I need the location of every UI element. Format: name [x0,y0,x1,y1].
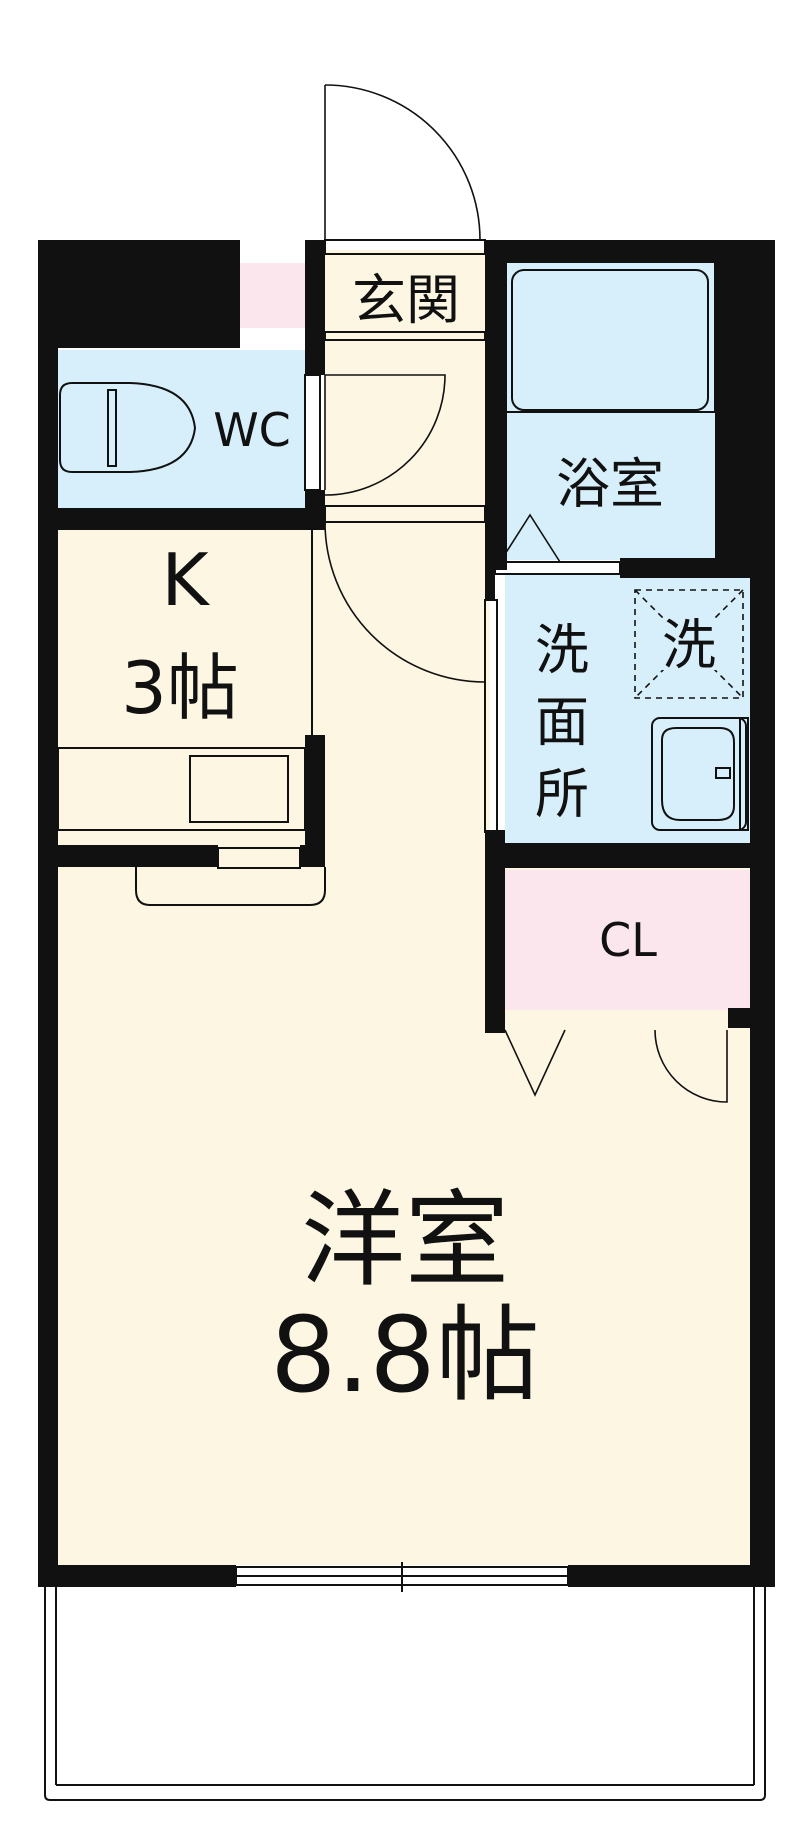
kitchen-name-label: K [161,538,210,622]
genkan-label: 玄関 [352,269,460,332]
fixtures [57,261,749,906]
washroom-label-3: 所 [535,763,589,826]
wc-door-frame [304,374,321,491]
doors [324,84,728,1103]
wall-closet-bottom-right [728,1008,775,1028]
closet-floor [505,870,750,1010]
wall-bath-left [485,240,507,570]
wall-wc-right-low [305,490,325,530]
sink-icon [651,717,749,831]
thin-lines [44,239,766,1801]
wall-bottom-left [38,1565,236,1587]
genkan-floor [325,250,485,520]
western-size-label: 8.8帖 [270,1294,539,1416]
wall-washroom-left-low [485,830,505,1030]
closet-folding-door [504,1029,566,1097]
walls [38,240,775,1587]
washer-label: 洗 [662,614,716,677]
washroom-door-frame [484,599,498,833]
wall-wc-bottom [38,508,325,530]
shoebox [240,263,310,328]
washer-space-icon [634,589,744,699]
wall-closet-bottom [485,1008,505,1033]
bath-label: 浴室 [556,453,664,516]
wall-bath-right [715,240,750,565]
wall-kitchen-bottom [38,845,218,867]
wall-bottom-right [568,1565,775,1587]
kitchen-floor [55,530,315,865]
toilet-icon [59,382,197,473]
washroom-label-2: 面 [535,691,589,754]
hall-door-swing [324,521,486,683]
bath-door-frame [494,561,621,575]
wc-label: WC [213,403,291,457]
bath-folding-door [499,513,561,563]
wall-wc-right [305,350,325,375]
closet-swing-door [654,1029,728,1103]
room-labels: 玄関 WC 浴室 K 3帖 洗 洗 面 所 CL 洋室 8.8帖 [121,269,716,1417]
wall-washroom-left [485,565,495,600]
entrance-door-swing [324,84,481,241]
kitchen-counter-icon [57,747,326,906]
hall-threshold [324,505,486,523]
floor-areas [45,250,765,1800]
wall-left [38,240,58,1585]
wc-door-swing [324,374,446,496]
wc-floor [55,350,305,508]
western-name-label: 洋室 [301,1179,509,1301]
wall-top-right [485,240,775,262]
wall-top-left-block [38,240,240,348]
wall-kitchen-post [305,735,325,867]
kitchen-size-label: 3帖 [121,646,239,730]
genkan-step [324,331,486,341]
wall-shoebox-post [305,240,325,350]
hall-floor [300,520,490,865]
entrance-frame [324,239,486,255]
balcony-floor [45,1585,765,1800]
wall-bath-bottom [620,558,750,578]
bathtub-icon [504,261,716,413]
wall-washroom-bottom [485,843,775,868]
balcony-outline [44,1587,766,1801]
closet-label: CL [599,913,657,967]
washroom-label-1: 洗 [535,619,589,682]
wall-right [750,240,775,1585]
